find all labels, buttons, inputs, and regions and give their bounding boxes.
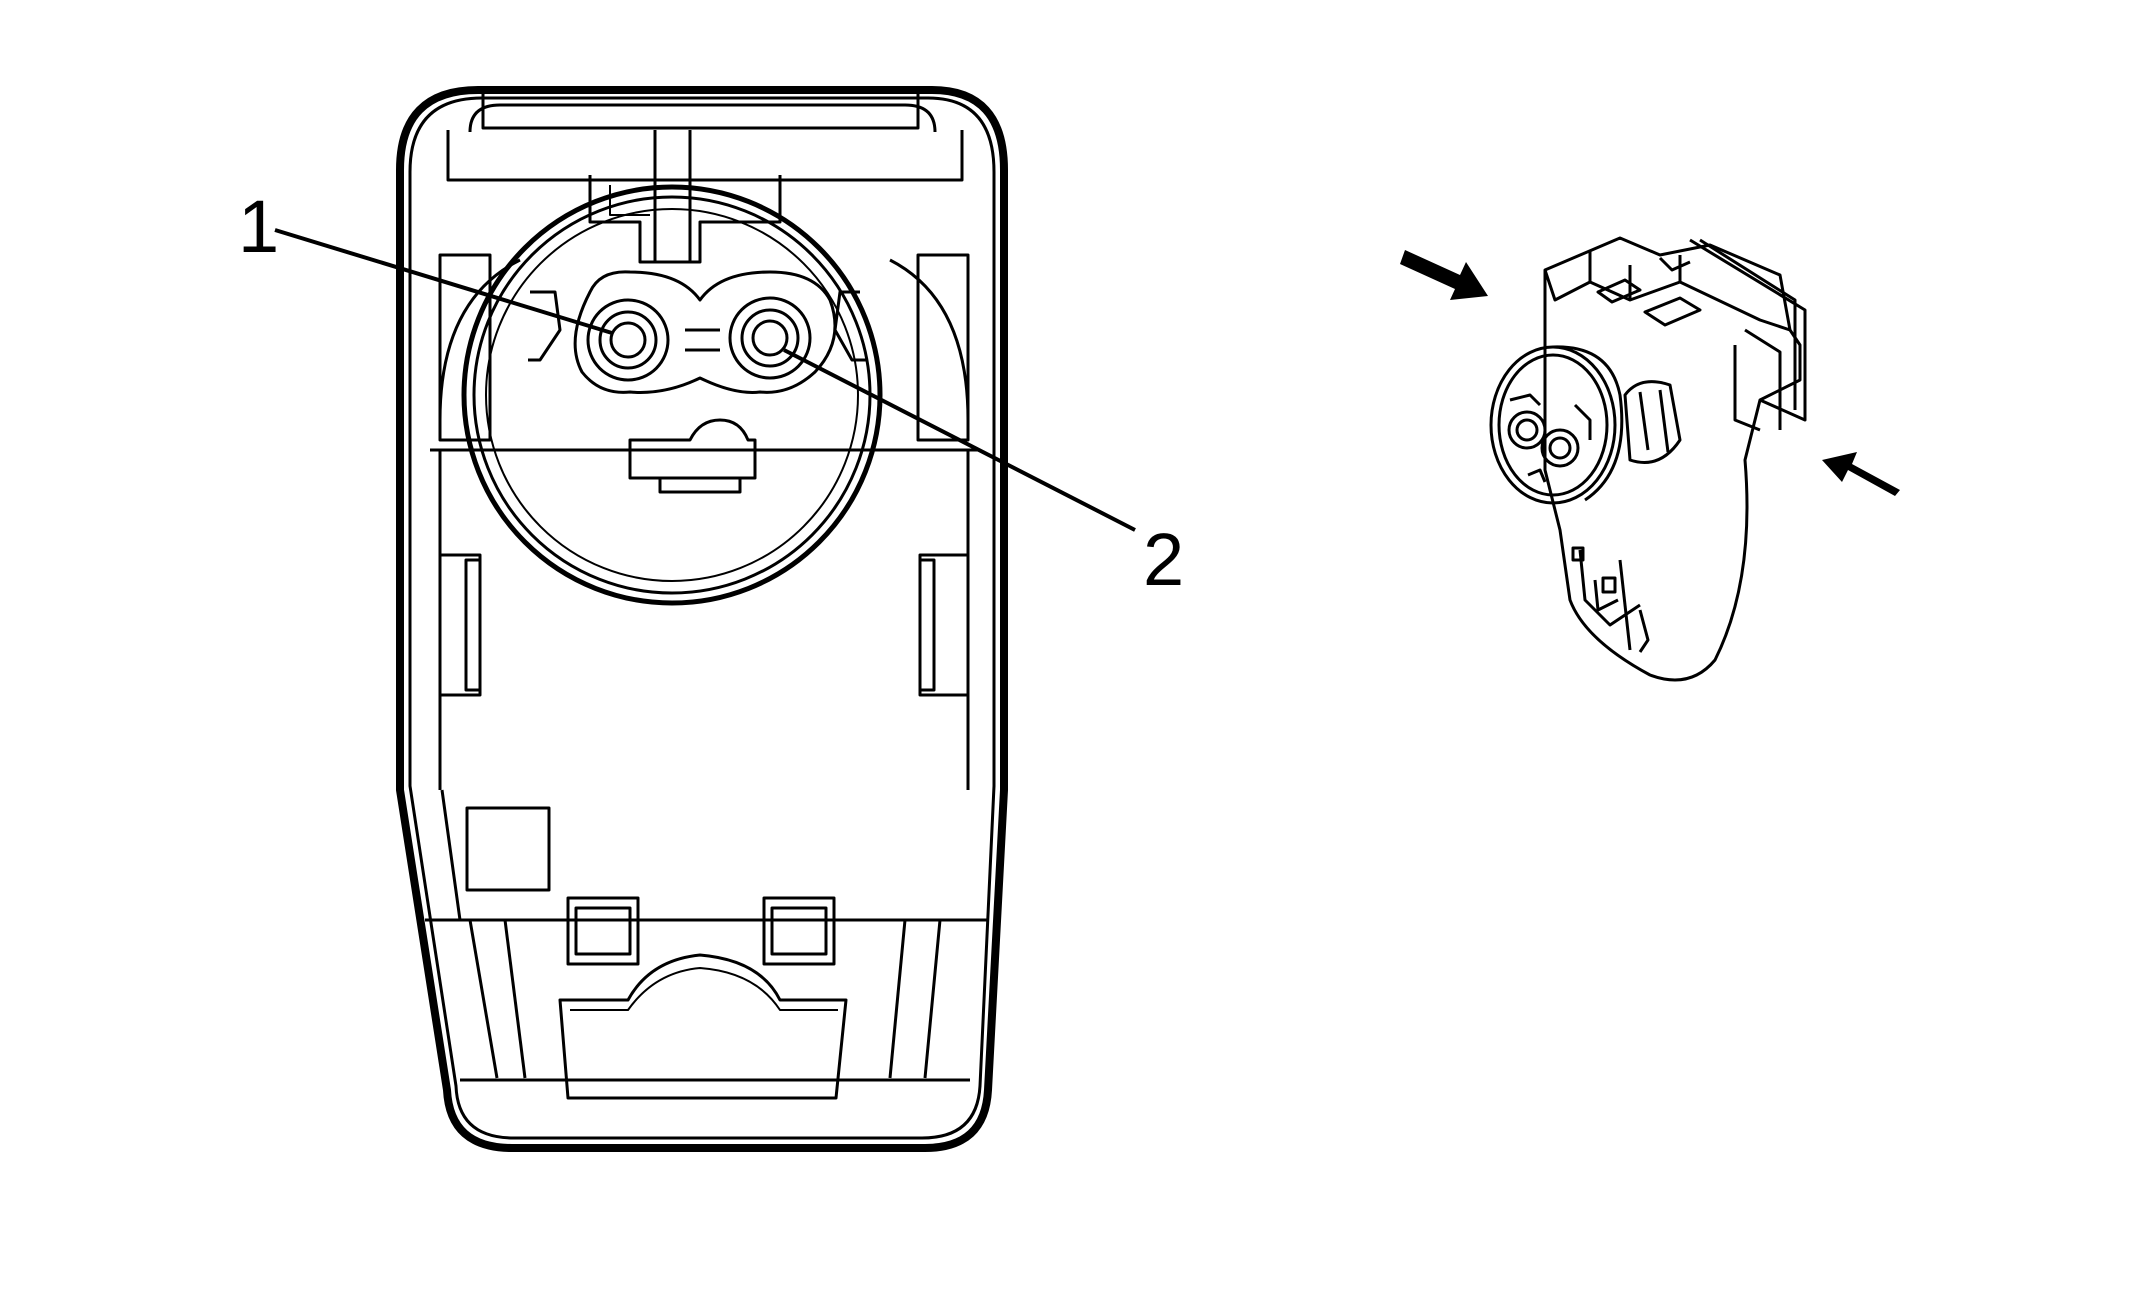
connector-isometric-view	[1489, 236, 1807, 682]
iso-barrel	[1489, 345, 1624, 505]
connector-face-view	[396, 86, 1008, 1152]
barrel-key	[588, 175, 782, 264]
square-window	[465, 806, 551, 892]
iso-side-latch	[1623, 380, 1682, 464]
callout-1: 1	[238, 185, 613, 335]
right-latch	[918, 553, 970, 697]
iso-body	[1543, 236, 1802, 682]
callout-2: 2	[783, 348, 1184, 601]
release-arrow-upper	[1400, 250, 1488, 300]
terminal-barrel-outer	[461, 184, 883, 606]
callout-label-2: 2	[1143, 518, 1184, 601]
bottom-tab	[558, 953, 848, 1100]
left-small-window	[566, 896, 640, 966]
release-arrow-lower	[1822, 452, 1900, 496]
left-latch	[438, 553, 482, 697]
terminal-1	[586, 298, 670, 382]
terminal-cavity	[573, 270, 837, 394]
leader-line-2	[783, 348, 1136, 532]
housing-inner-wall	[408, 96, 996, 1140]
callout-label-1: 1	[238, 185, 279, 268]
terminal-2	[728, 296, 812, 380]
top-rail	[481, 90, 920, 130]
iso-back-plate	[1689, 238, 1807, 422]
leader-line-1	[274, 228, 613, 335]
housing-outline	[396, 86, 1008, 1152]
right-small-window	[762, 896, 836, 966]
lower-key	[628, 418, 757, 494]
terminal-barrel-inner	[472, 195, 872, 595]
